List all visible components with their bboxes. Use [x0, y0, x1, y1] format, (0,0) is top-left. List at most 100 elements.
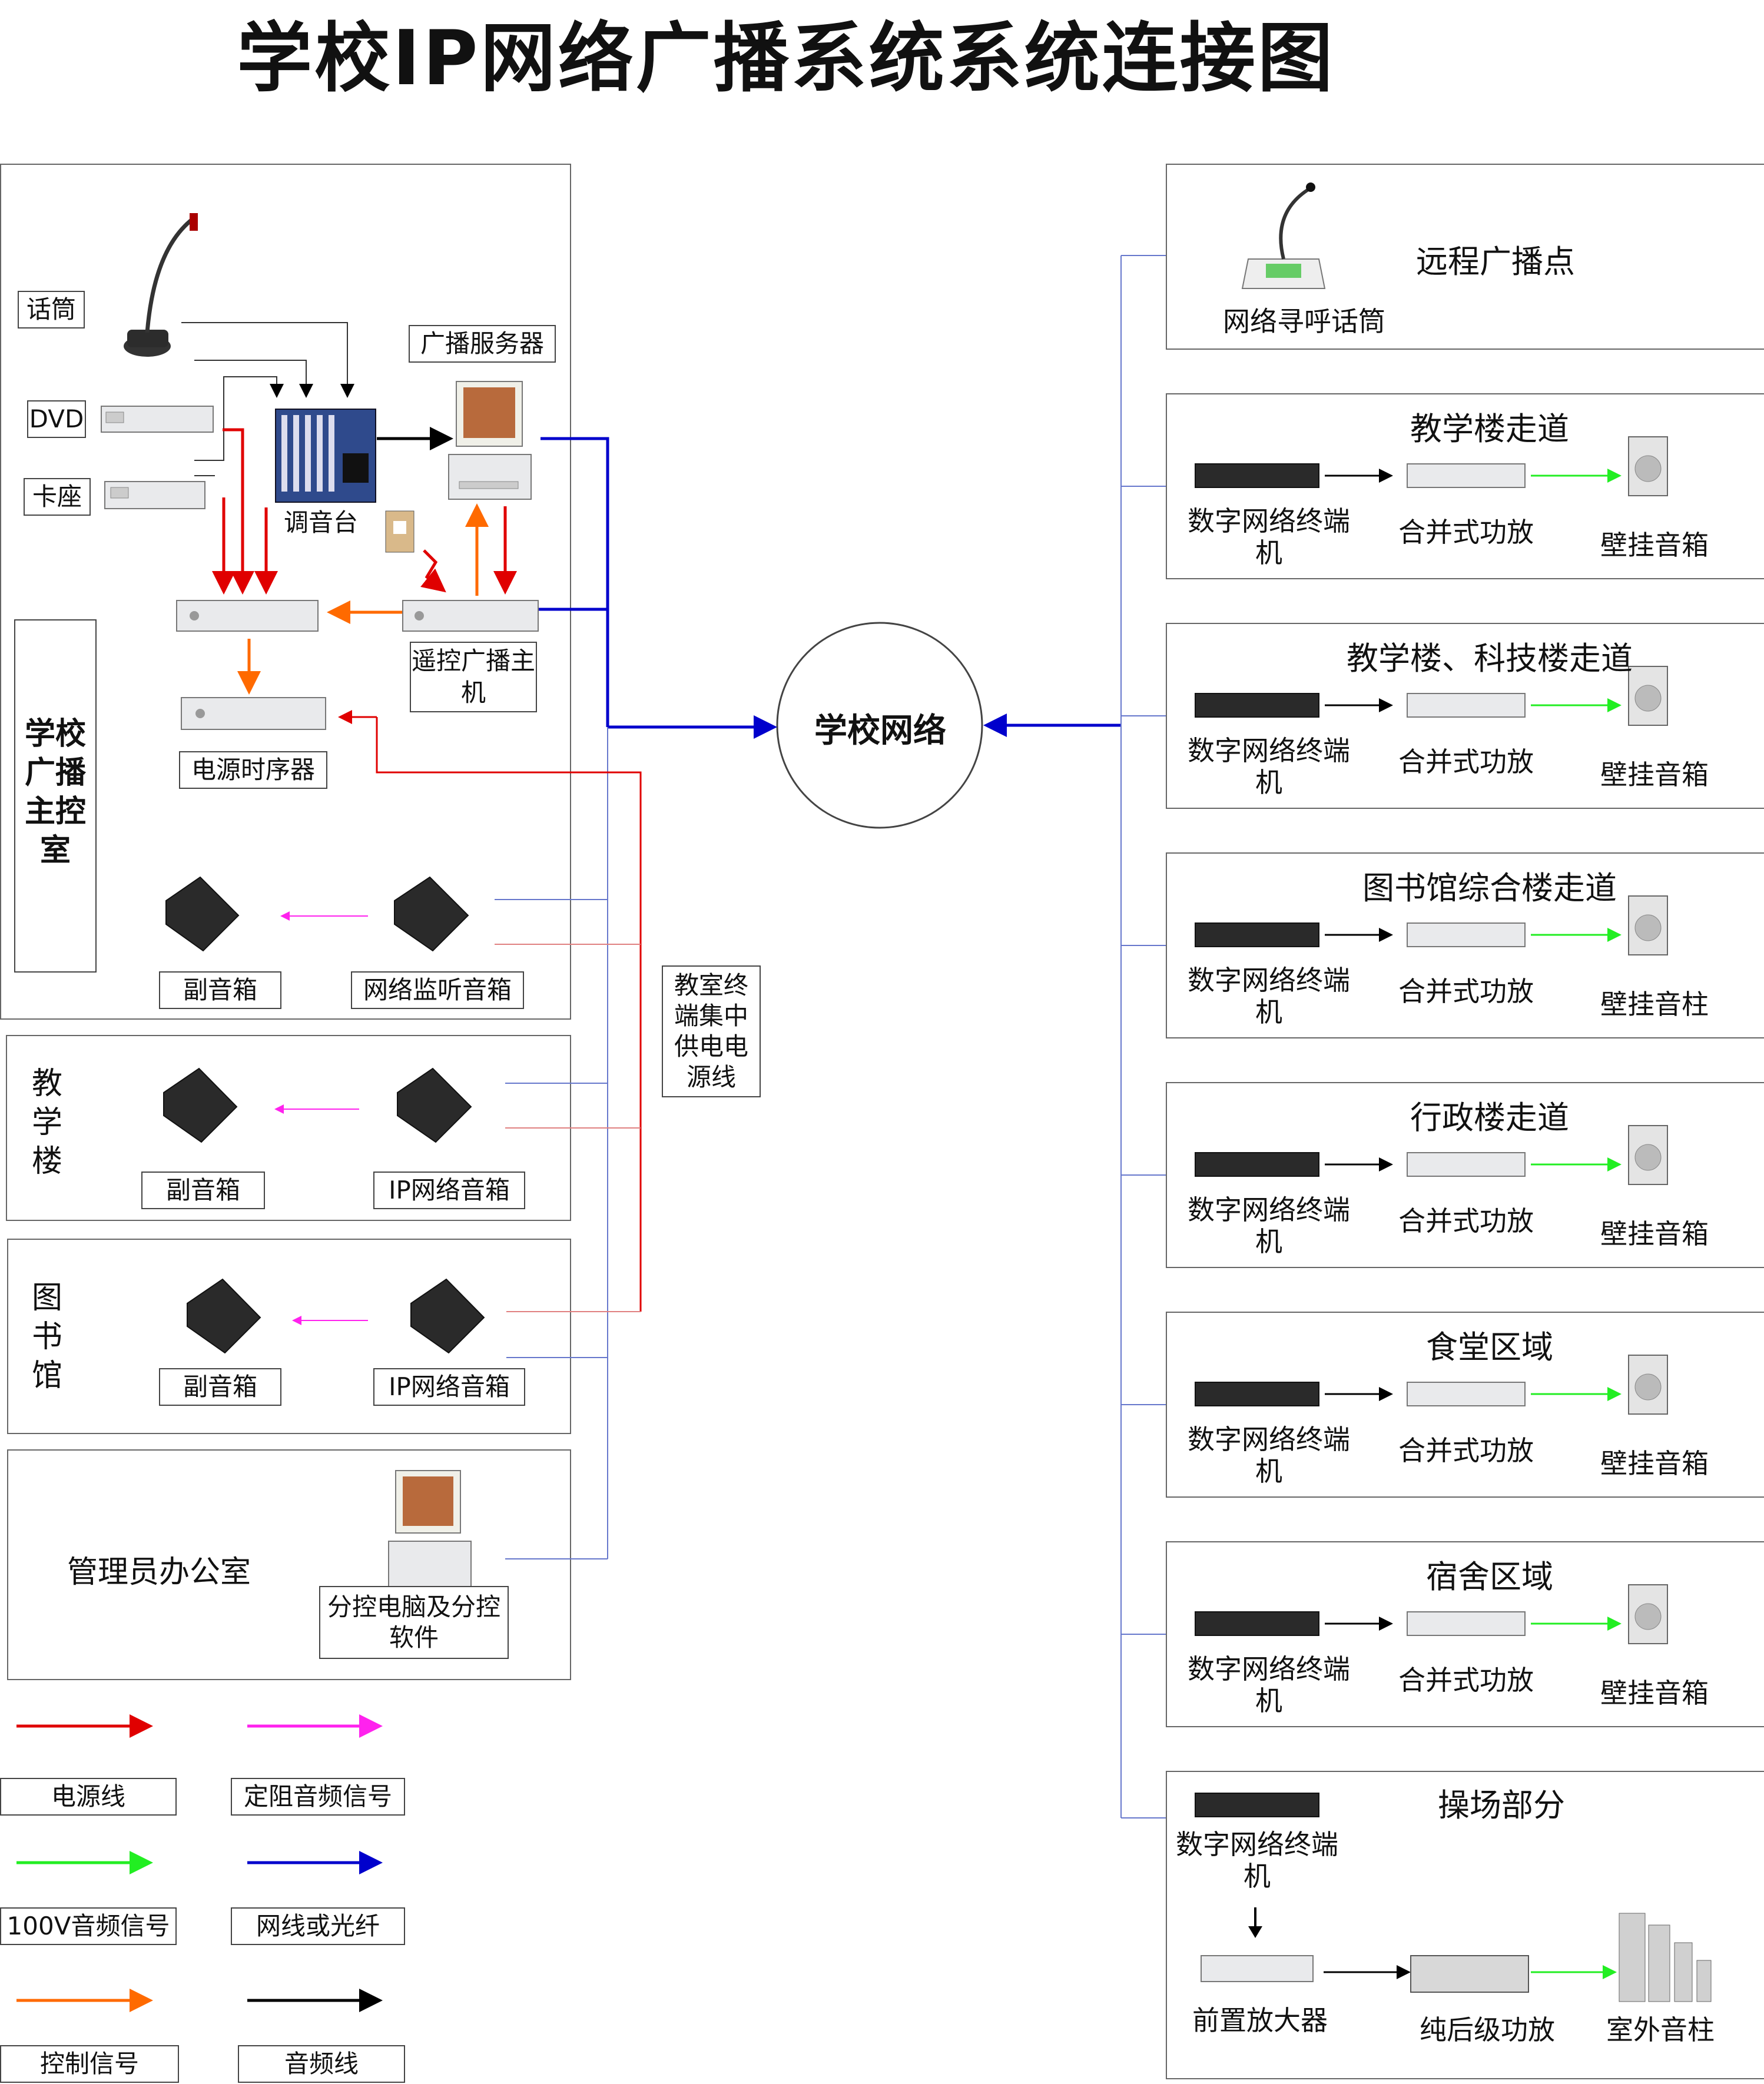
zone-amp-label: 合并式功放: [1398, 746, 1534, 778]
playground-name: 操场部分: [1438, 1787, 1565, 1824]
admin-pc-label: 分控电脑及分控软件: [319, 1586, 509, 1659]
zone-terminal-label: 数字网络终端机: [1188, 1194, 1350, 1257]
speaker-devices: [163, 876, 485, 1354]
amp-device: [1407, 922, 1526, 947]
paging-mic-label: 网络寻呼话筒: [1223, 306, 1385, 337]
mixer-device: [275, 409, 376, 503]
zone-name: 宿舍区域: [1426, 1558, 1553, 1595]
school-network-node: [776, 622, 983, 829]
legend-v100-label: 100V音频信号: [0, 1907, 177, 1945]
wall-speaker-grille: [1634, 914, 1662, 941]
power-supply-lines: [338, 710, 642, 1312]
wall-speaker-grille: [1634, 1144, 1662, 1171]
amp-device: [1407, 463, 1526, 488]
zone-terminal-label: 数字网络终端机: [1188, 964, 1350, 1028]
teaching-building-name: 教学楼: [31, 1066, 62, 1179]
amp-device: [1407, 1611, 1526, 1636]
cassette-device: [104, 481, 205, 509]
zone-name: 教学楼、科技楼走道: [1347, 640, 1633, 677]
server-label: 广播服务器: [409, 325, 556, 363]
zone-name: 教学楼走道: [1410, 410, 1569, 447]
classroom-power-label: 教室终端集中供电电源线: [662, 965, 761, 1097]
zone-terminal-label: 数字网络终端机: [1188, 735, 1350, 798]
legend-power-label: 电源线: [0, 1778, 177, 1816]
amp-device: [1407, 1152, 1526, 1177]
zone-name: 行政楼走道: [1410, 1099, 1569, 1136]
terminal-device: [1195, 1611, 1319, 1636]
zone-terminal-label: 数字网络终端机: [1188, 1423, 1350, 1487]
remote-host-label: 遥控广播主机: [410, 642, 537, 712]
legend-audio-label: 音频线: [238, 2045, 405, 2083]
zone-speaker-label: 壁挂音箱: [1600, 1677, 1709, 1709]
wall-speaker-grille: [1634, 1603, 1662, 1630]
remote-point-panel: [1166, 164, 1764, 350]
server-computer-device: [448, 381, 532, 500]
zone-amp-label: 合并式功放: [1398, 975, 1534, 1007]
control-room-sub-speaker-label: 副音箱: [159, 971, 281, 1009]
right-bus: [1120, 255, 1166, 1818]
legend-arrows: [16, 1714, 383, 2012]
amp-device: [1407, 1382, 1526, 1406]
control-room-name: 学校广播主控室: [14, 619, 97, 973]
zone-speaker-label: 壁挂音柱: [1600, 988, 1709, 1020]
terminal-device: [1195, 1152, 1319, 1177]
legend-fixed-label: 定阻音频信号: [231, 1778, 405, 1816]
audio-lines: [181, 322, 348, 476]
library-ip-speaker-label: IP网络音箱: [373, 1368, 525, 1406]
network-lines-left: [536, 437, 777, 739]
zone-speaker-label: 壁挂音箱: [1600, 759, 1709, 791]
legend-network-label: 网线或光纤: [231, 1907, 405, 1945]
power-sequencer-device: [181, 697, 326, 730]
outdoor-column-label: 室外音柱: [1606, 2014, 1715, 2046]
zone-name: 图书馆综合楼走道: [1362, 870, 1617, 907]
teaching-sub-speaker-label: 副音箱: [141, 1172, 265, 1209]
zone-speaker-label: 壁挂音箱: [1600, 1448, 1709, 1479]
teaching-ip-speaker-label: IP网络音箱: [373, 1172, 525, 1209]
power-seq-label: 电源时序器: [179, 751, 327, 789]
zone-device-rows: [1195, 436, 1668, 1644]
admin-pc-device: [388, 1470, 472, 1589]
zone-amp-label: 合并式功放: [1398, 1205, 1534, 1237]
zone-amp-label: 合并式功放: [1398, 1435, 1534, 1466]
terminal-device: [1195, 693, 1319, 718]
amp-device: [1407, 693, 1526, 718]
zone-name: 食堂区域: [1426, 1329, 1553, 1366]
wall-speaker-grille: [1634, 685, 1662, 712]
library-name: 图书馆: [31, 1280, 62, 1393]
zone-amp-label: 合并式功放: [1398, 1664, 1534, 1696]
wall-speaker-grille: [1634, 1373, 1662, 1401]
admin-office-name: 管理员办公室: [67, 1555, 251, 1590]
mic-label: 话筒: [18, 291, 85, 328]
left-bus: [495, 727, 608, 1559]
zone-terminal-label: 数字网络终端机: [1188, 505, 1350, 569]
audio-arrowheads: [270, 384, 354, 398]
remote-control-device: [385, 510, 415, 553]
monitor-speaker-label: 网络监听音箱: [351, 971, 524, 1009]
power-amp-device-1: [176, 600, 319, 632]
dvd-device: [101, 406, 214, 433]
diagram-title: 学校IP网络广播系统系统连接图: [237, 15, 1335, 102]
paging-mic-device: [1241, 182, 1326, 289]
playground-devices: [1195, 1793, 1712, 2002]
preamp-label: 前置放大器: [1192, 2005, 1328, 2036]
cassette-label: 卡座: [24, 478, 91, 516]
zone-speaker-label: 壁挂音箱: [1600, 1218, 1709, 1250]
zone-amp-label: 合并式功放: [1398, 516, 1534, 548]
dvd-label: DVD: [27, 400, 86, 438]
terminal-device: [1195, 922, 1319, 947]
mixer-label: 调音台: [277, 505, 365, 540]
zone-speaker-label: 壁挂音箱: [1600, 529, 1709, 561]
remote-host-device: [402, 600, 539, 632]
gooseneck-mic-device: [124, 213, 198, 357]
post-amp-label: 纯后级功放: [1420, 2014, 1555, 2046]
wall-speaker-grille: [1634, 455, 1662, 482]
library-sub-speaker-label: 副音箱: [159, 1368, 281, 1406]
legend-control-label: 控制信号: [0, 2045, 179, 2083]
zone-terminal-label: 数字网络终端机: [1188, 1653, 1350, 1717]
playground-terminal-label: 数字网络终端机: [1176, 1829, 1338, 1892]
school-network-label: 学校网络: [814, 712, 946, 750]
remote-point-name: 远程广播点: [1416, 243, 1575, 280]
terminal-device: [1195, 1382, 1319, 1406]
